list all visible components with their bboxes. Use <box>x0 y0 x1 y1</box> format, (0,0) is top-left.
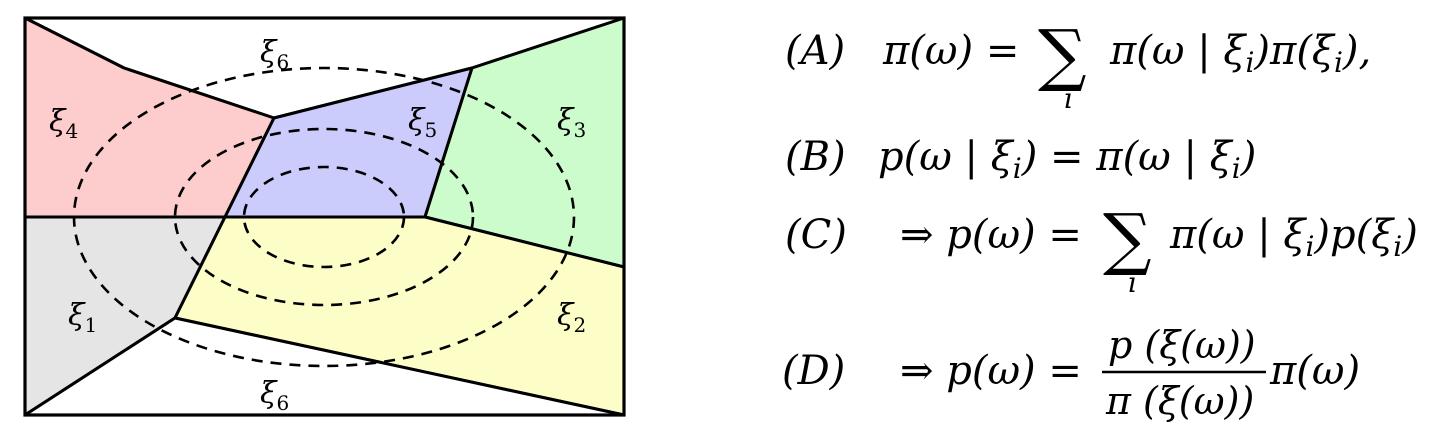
equation-c-sum: ∑ <box>1103 200 1152 279</box>
contour-middle <box>173 127 475 307</box>
label-xi1: ξ1 <box>68 298 97 337</box>
equation-d: (D) ⇒ p(ω) = p (ξ(ω)) π (ξ(ω)) π(ω) <box>782 323 1360 423</box>
equation-b-tag: (B) <box>785 134 846 180</box>
label-xi2: ξ2 <box>557 298 586 337</box>
label-xi6-top: ξ6 <box>260 35 289 74</box>
contour-inner <box>242 165 406 269</box>
equation-a-rhs: π(ω | ξi)π(ξi), <box>1109 28 1371 79</box>
equation-a-tag: (A) <box>785 28 845 74</box>
equation-b: (B) p(ω | ξi) = π(ω | ξi) <box>785 134 1256 185</box>
equation-a-index: i <box>1064 82 1073 115</box>
equation-b-body: p(ω | ξi) = π(ω | ξi) <box>878 134 1256 185</box>
equation-a-lhs: π(ω) = <box>882 28 1019 74</box>
equation-d-lhs: ⇒ p(ω) = <box>900 348 1082 394</box>
equation-d-tag: (D) <box>782 348 845 394</box>
label-xi3: ξ3 <box>557 103 586 142</box>
equation-d-denominator: π (ξ(ω)) <box>1105 379 1254 423</box>
equations: (A) π(ω) = ∑ i π(ω | ξi)π(ξi), (B) p(ω |… <box>782 16 1418 423</box>
equation-d-numerator: p (ξ(ω)) <box>1108 323 1256 367</box>
equation-a-sum: ∑ <box>1038 16 1087 95</box>
equation-c-rhs: π(ω | ξi)p(ξi) <box>1169 212 1418 263</box>
equation-c-tag: (C) <box>785 212 847 258</box>
equation-a: (A) π(ω) = ∑ i π(ω | ξi)π(ξi), <box>785 16 1371 115</box>
equation-c-index: i <box>1128 266 1137 299</box>
label-xi6-bottom: ξ6 <box>260 376 289 415</box>
diagram-frame <box>23 16 626 417</box>
label-xi5: ξ5 <box>408 103 437 142</box>
equation-c: (C) ⇒ p(ω) = ∑ i π(ω | ξi)p(ξi) <box>785 200 1418 299</box>
label-xi4: ξ4 <box>49 104 78 143</box>
equation-c-lhs: ⇒ p(ω) = <box>900 212 1082 258</box>
contour-outer <box>72 66 576 368</box>
partition-diagram: ξ6 ξ4 ξ5 ξ3 ξ1 ξ2 ξ6 <box>23 16 626 417</box>
equation-d-rhs: π(ω) <box>1269 348 1360 394</box>
